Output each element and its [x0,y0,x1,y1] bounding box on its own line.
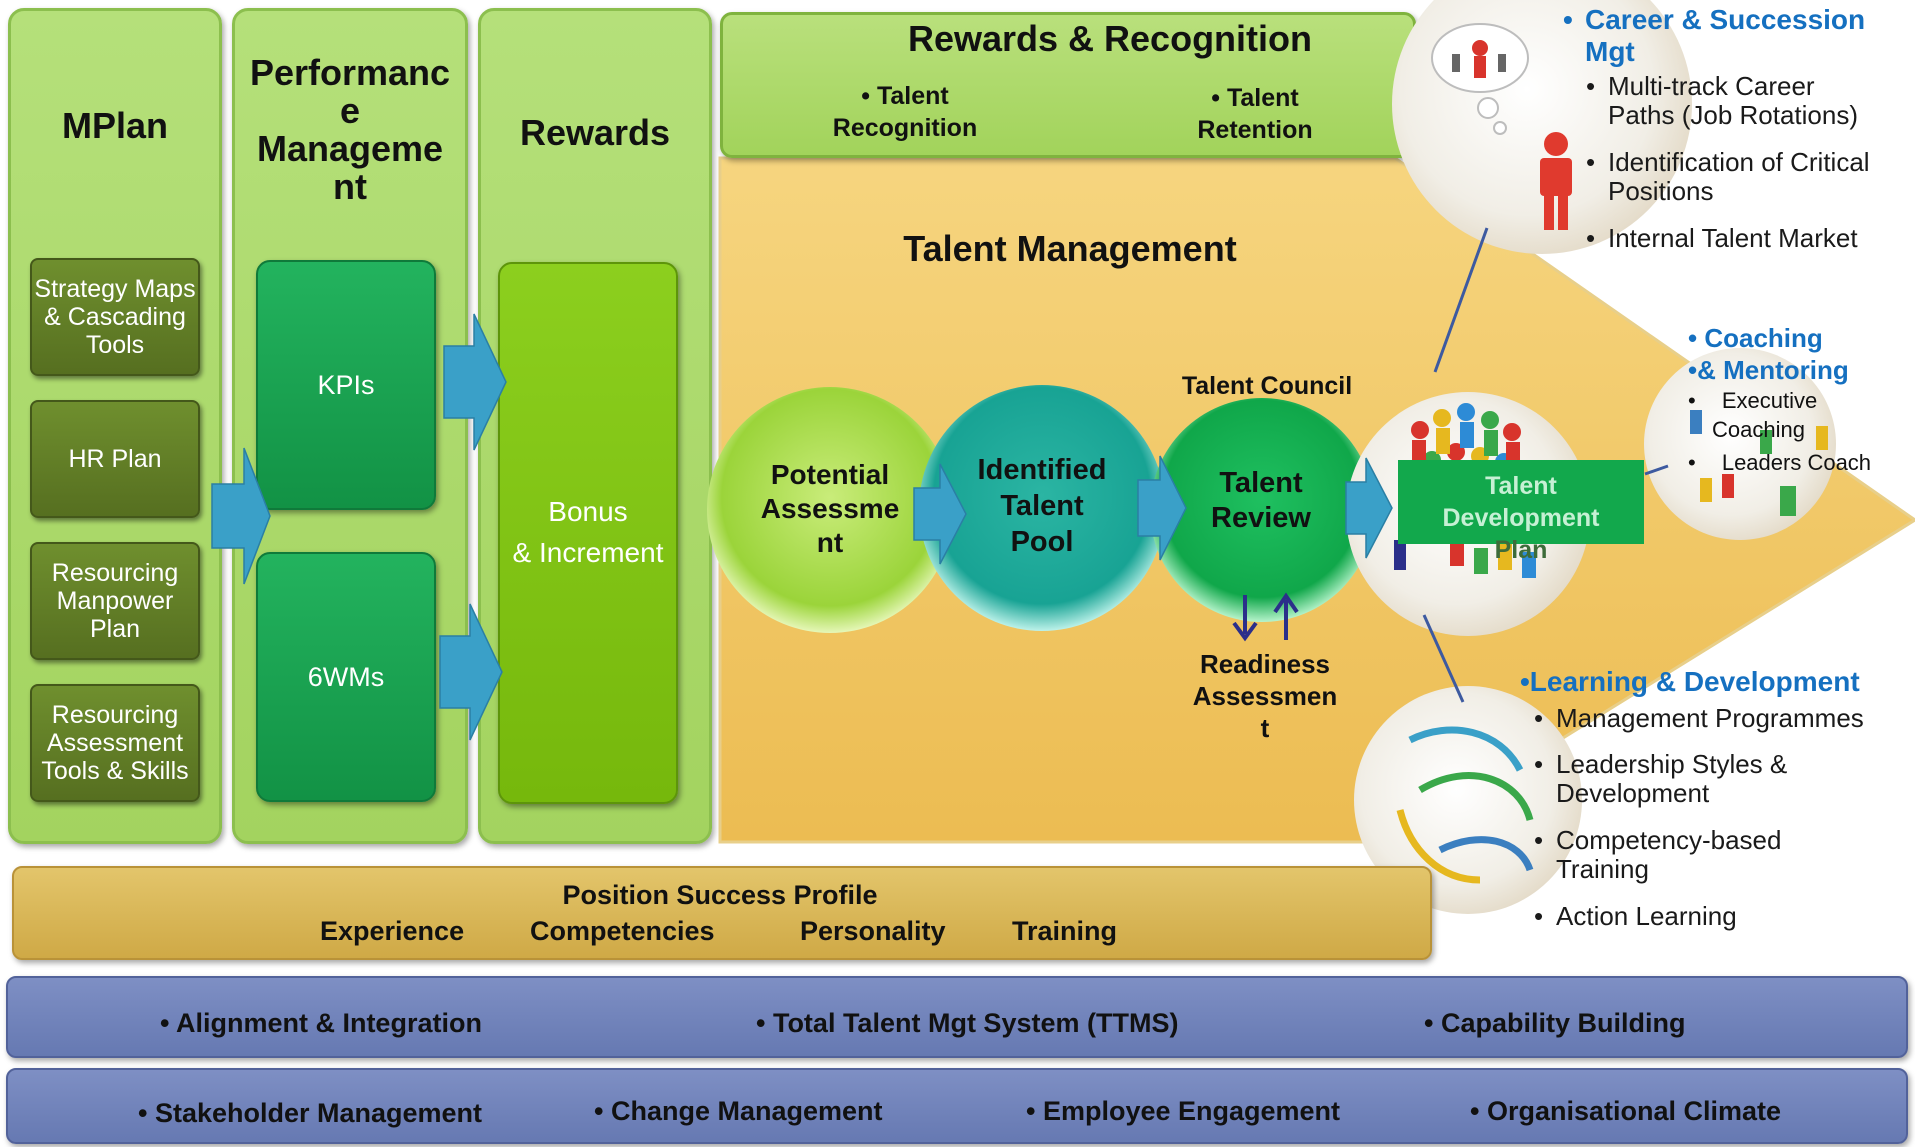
coaching-figures-icon [1690,410,1828,516]
bar1-capability-building: • Capability Building [1424,1008,1686,1038]
performance-title: Performanc e Manageme nt [249,52,451,207]
mplan-item-strategy-maps: Strategy Maps & Cascading Tools [30,258,200,376]
arrow-kpis-to-rewards-icon [443,313,507,451]
arrow-6wms-to-rewards-icon [439,603,503,741]
talent-recognition-label: • Talent Recognition [832,82,978,142]
position-success-profile-title: Position Success Profile [562,880,878,910]
readiness-assessment-label: Readiness Assessmen t [1192,649,1338,743]
talent-review-circle [1150,398,1374,622]
mplan-item-assessment-tools: Resourcing Assessment Tools & Skills [30,684,200,802]
kpis-box: KPIs [256,260,436,510]
bar1-alignment-integration: • Alignment & Integration [160,1008,482,1038]
arrow-mplan-to-performance-icon [211,447,271,585]
potential-assessment-circle [707,387,953,633]
foundation-bar-1 [6,976,1908,1058]
bar2-employee-engagement: • Employee Engagement [1026,1096,1341,1126]
bar2-change-management: • Change Management [594,1096,883,1126]
learning-item-management-programmes: • Management Programmes [1534,703,1864,733]
thought-bubble-icon [1431,23,1529,135]
coaching-item-leaders-coach: • Leaders Coach [1688,450,1872,475]
bar2-organisational-climate: • Organisational Climate [1470,1096,1782,1126]
readiness-updown-arrows-icon [1232,592,1299,642]
profile-item-competencies: Competencies [530,916,715,946]
learning-figures-icon [1396,726,1534,884]
arrow-potential-to-pool-icon [913,463,967,565]
profile-item-personality: Personality [800,916,946,946]
bar1-ttms: • Total Talent Mgt System (TTMS) [756,1008,1179,1038]
rewards-recognition-title: Rewards & Recognition [907,18,1313,59]
talent-review-label: Talent Review [1211,467,1311,534]
mplan-item-manpower-plan: Resourcing Manpower Plan [30,542,200,660]
person-figure-icon [1540,132,1572,230]
talent-development-plan-box [1398,460,1644,544]
career-item-multi-track: • Multi-track Career Paths (Job Rotation… [1586,71,1859,131]
potential-assessment-label: Potential Assessme nt [760,459,900,558]
career-connector-line [1433,227,1489,373]
identified-talent-pool-label: Identified Talent Pool [977,454,1107,558]
rewards-title: Rewards [519,112,671,153]
talent-retention-label: • Talent Retention [1197,84,1313,144]
learning-item-action-learning: • Action Learning [1534,901,1737,931]
talent-development-plan-label: Talent Development Plan [1442,472,1600,564]
career-item-internal-market: • Internal Talent Market [1586,223,1858,253]
foundation-bar-2 [6,1068,1908,1144]
learning-development-heading: •Learning & Development [1520,666,1860,697]
bonus-increment-box: Bonus & Increment [498,262,678,804]
career-succession-heading: • Career & Succession Mgt [1563,4,1866,67]
rewards-recognition-banner [720,12,1416,158]
profile-item-training: Training [1012,916,1118,946]
talent-council-label: Talent Council [1181,372,1353,400]
coaching-item-executive: • Executive Coaching [1688,388,1818,442]
learning-item-competency-training: • Competency-based Training [1534,825,1782,885]
arrow-review-to-development-icon [1345,457,1393,559]
arrow-pool-to-review-icon [1137,455,1187,561]
learning-connector-line [1422,614,1465,703]
coaching-mentoring-heading: • Coaching •& Mentoring [1688,323,1849,385]
learning-item-leadership-styles: • Leadership Styles & Development [1534,749,1788,809]
profile-item-experience: Experience [320,916,465,946]
talent-pool-circle [919,385,1165,631]
position-success-profile-bar [12,866,1432,960]
mplan-item-hr-plan: HR Plan [30,400,200,518]
talent-management-title: Talent Management [903,228,1237,269]
career-item-critical-positions: • Identification of Critical Positions [1586,147,1870,207]
6wms-box: 6WMs [256,552,436,802]
mplan-title: MPlan [61,105,168,146]
coaching-connector-line [1644,464,1669,476]
bar2-stakeholder-management: • Stakeholder Management [138,1098,483,1128]
